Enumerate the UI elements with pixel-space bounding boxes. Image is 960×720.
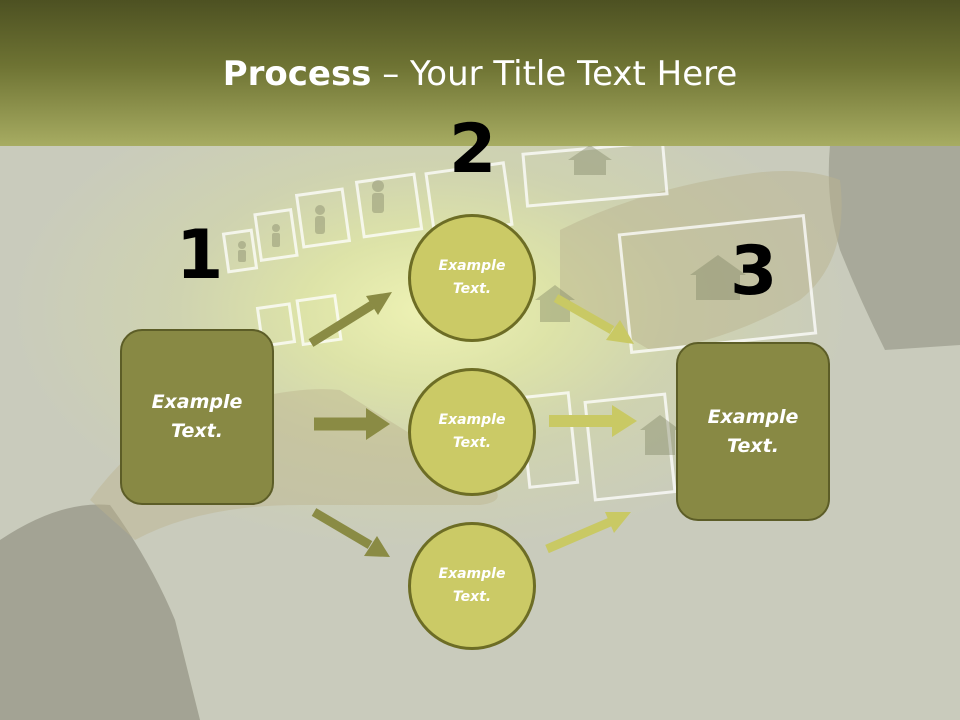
step-2-circle-2: Example Text.	[408, 368, 536, 496]
step-number-2: 2	[449, 110, 497, 189]
header-bar	[0, 0, 960, 146]
circle-2-text: Example Text.	[438, 412, 506, 451]
step-number-3: 3	[730, 232, 778, 311]
step-3-text: Example Text.	[707, 405, 799, 457]
step-2-circle-1: Example Text.	[408, 214, 536, 342]
title-rest: – Your Title Text Here	[371, 54, 738, 94]
title-bold: Process	[222, 54, 372, 94]
arrow-from-circle-3	[545, 512, 631, 554]
arrow-from-circle-2	[549, 405, 637, 437]
step-number-1: 1	[176, 216, 224, 295]
arrow-to-circle-3	[311, 508, 390, 557]
arrow-to-circle-2	[314, 408, 390, 440]
page-title: Process – Your Title Text Here	[0, 54, 960, 94]
arrow-group-right	[545, 294, 637, 554]
circle-1-text: Example Text.	[438, 258, 506, 297]
step-2-circle-3: Example Text.	[408, 522, 536, 650]
step-1-box: Example Text.	[120, 329, 274, 505]
circle-3-text: Example Text.	[438, 566, 506, 605]
arrow-to-circle-1	[308, 292, 392, 347]
step-3-box: Example Text.	[676, 342, 830, 521]
arrow-group-left	[308, 292, 392, 557]
step-1-text: Example Text.	[151, 391, 243, 442]
arrow-from-circle-1	[553, 294, 634, 344]
